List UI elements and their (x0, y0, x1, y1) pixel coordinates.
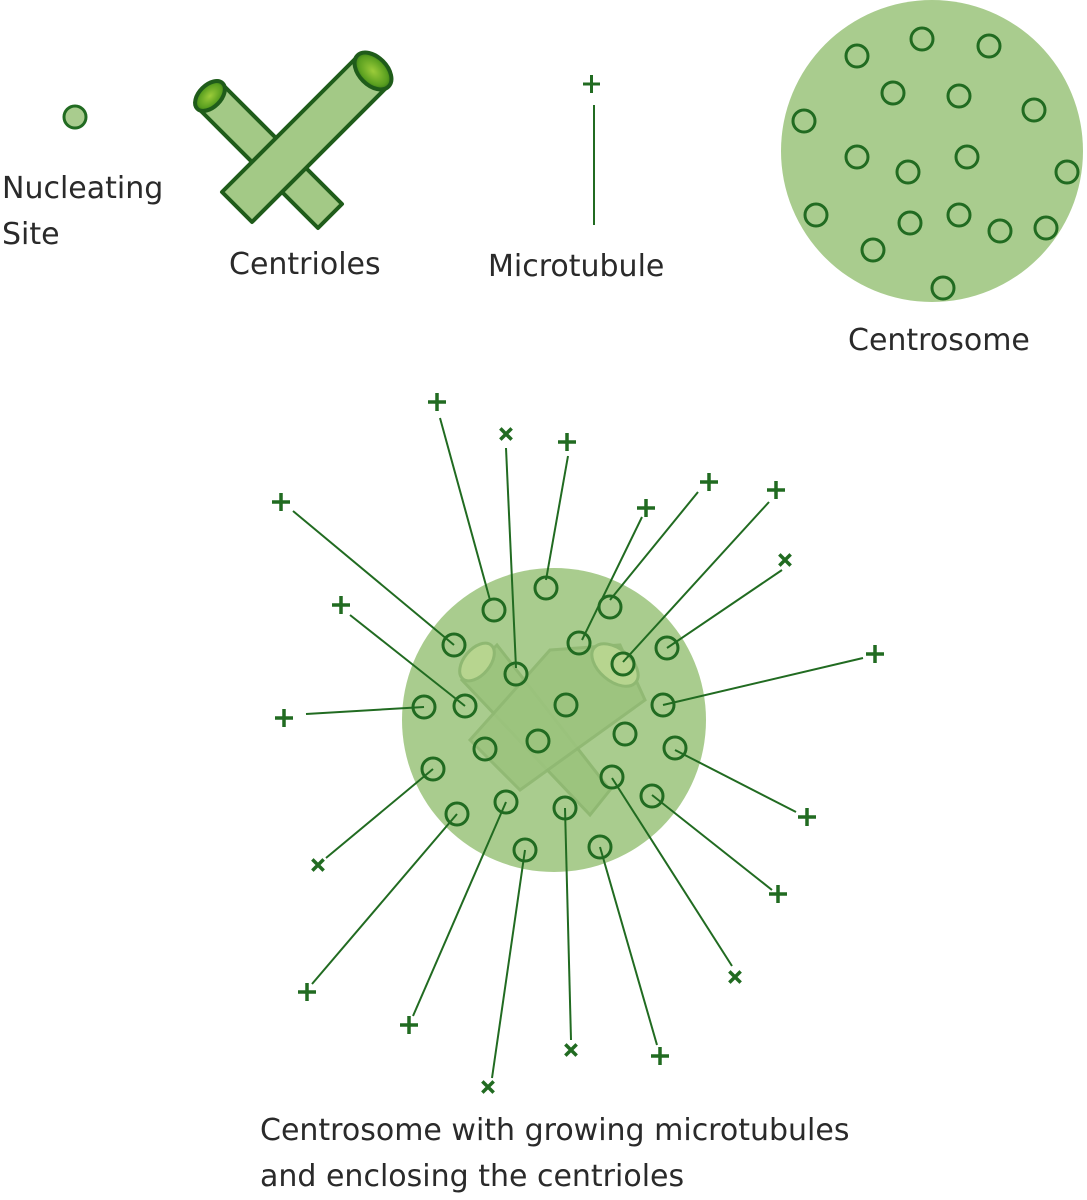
centrosome-symbol (781, 0, 1083, 302)
centrosome-label: Centrosome (848, 323, 1030, 358)
figure-caption: Centrosome with growing microtubules and… (260, 1113, 850, 1194)
centrosome-with-microtubules (272, 393, 884, 1094)
microtubule-lines (292, 417, 864, 1079)
centriole-1-end (193, 79, 227, 113)
centrioles-symbol (193, 50, 394, 230)
nucleating-site-symbol (62, 104, 88, 130)
nucleating-sites (411, 575, 688, 863)
microtubule-label: Microtubule (488, 249, 665, 284)
plus-ends (272, 393, 884, 1094)
nucleating-site-label: Nucleating Site (2, 171, 164, 252)
microtubule-symbol (583, 75, 600, 225)
centrioles-label: Centrioles (229, 247, 381, 282)
centriole-2-end (352, 50, 394, 92)
